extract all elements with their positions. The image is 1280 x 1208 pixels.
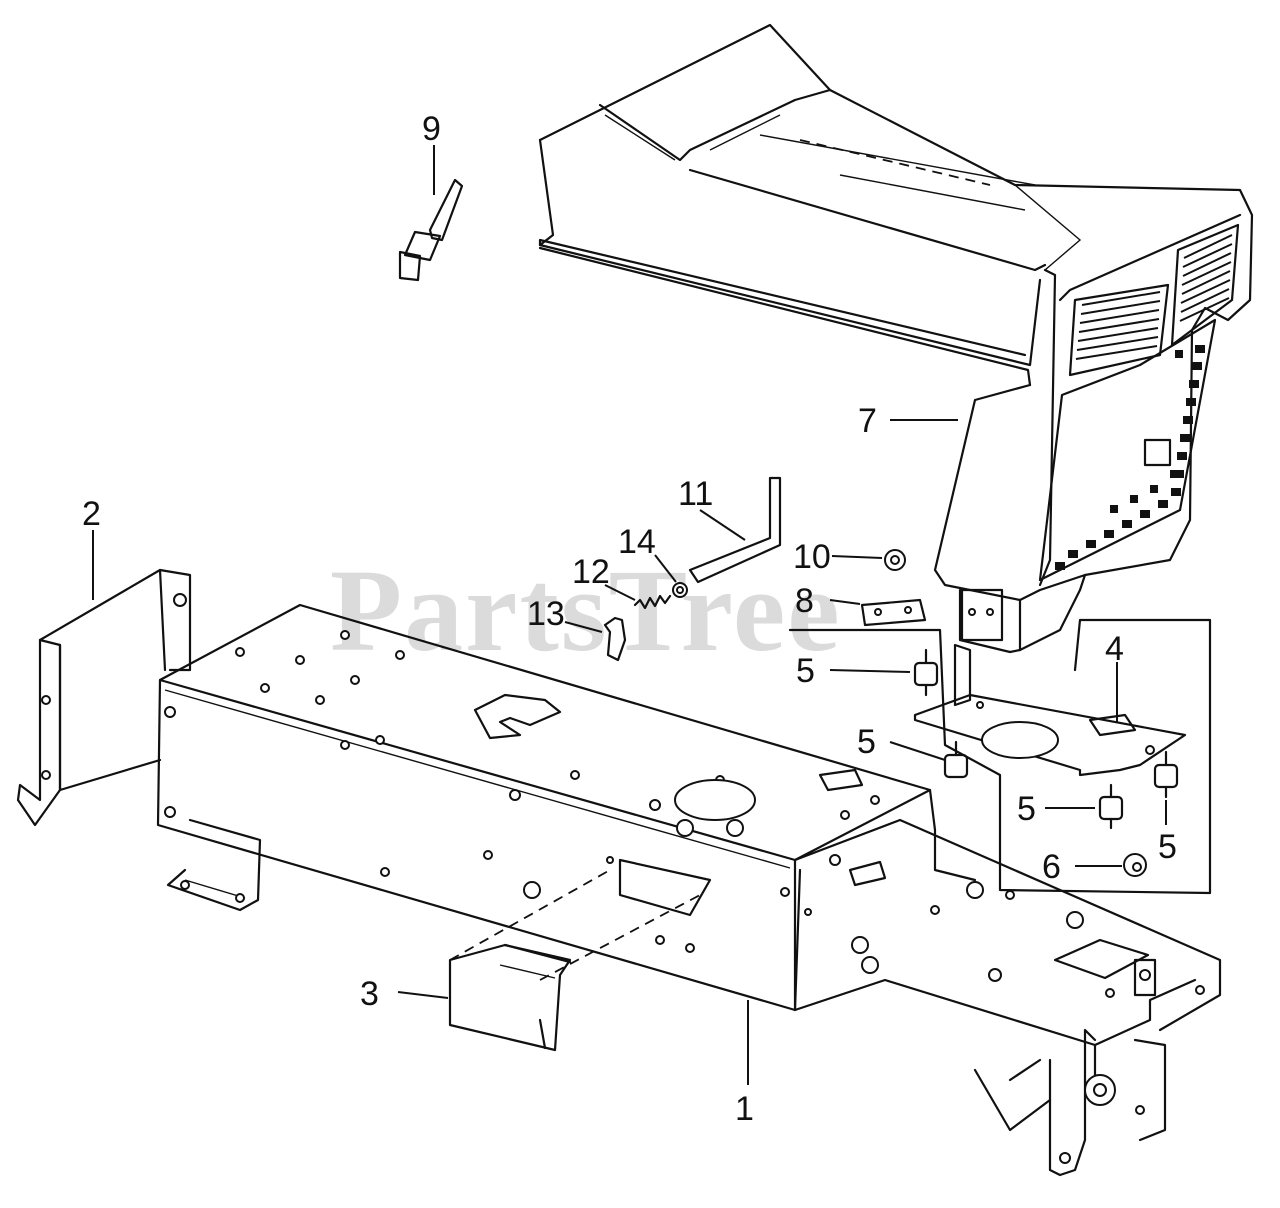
plate-part-8	[829, 598, 927, 627]
side-plate-part-2	[16, 530, 192, 827]
watermark-text: PartsTree	[330, 545, 842, 676]
rod-part-11	[688, 476, 782, 584]
callout-6: 6	[1042, 848, 1061, 886]
callout-3: 3	[360, 975, 379, 1013]
cover-part-3	[397, 869, 701, 1052]
callout-5a: 5	[796, 652, 815, 690]
callout-1: 1	[735, 1090, 754, 1128]
grille-perforations	[1055, 345, 1205, 570]
washer-part-10	[831, 549, 906, 571]
spring-part-12	[604, 584, 672, 610]
mount-plate-part-4	[788, 618, 1212, 895]
callout-7: 7	[858, 402, 877, 440]
callout-5b: 5	[857, 723, 876, 761]
frame-part-1	[156, 603, 1222, 1177]
callout-12: 12	[572, 553, 610, 591]
callout-5d: 5	[1158, 828, 1177, 866]
grille-slats	[1075, 234, 1233, 360]
callout-14: 14	[618, 523, 656, 561]
callout-13: 13	[527, 595, 565, 633]
callout-labels: 1 2 3 4 5 5 5 5 6 7 8 9 10 11 12 13 14	[82, 110, 1177, 1128]
callout-11: 11	[678, 475, 713, 513]
callout-8: 8	[795, 582, 814, 620]
callout-4: 4	[1105, 630, 1124, 668]
callout-10: 10	[793, 538, 831, 576]
callout-5c: 5	[1017, 790, 1036, 828]
vibration-mounts-part-5	[829, 648, 1179, 830]
bracket-part-9	[398, 145, 464, 282]
callout-2: 2	[82, 495, 101, 533]
clip-part-13	[564, 616, 627, 662]
hood-part	[538, 23, 1254, 654]
spacer-part-14	[654, 554, 688, 598]
nut-part-6	[1075, 853, 1147, 877]
callout-9: 9	[422, 110, 441, 148]
